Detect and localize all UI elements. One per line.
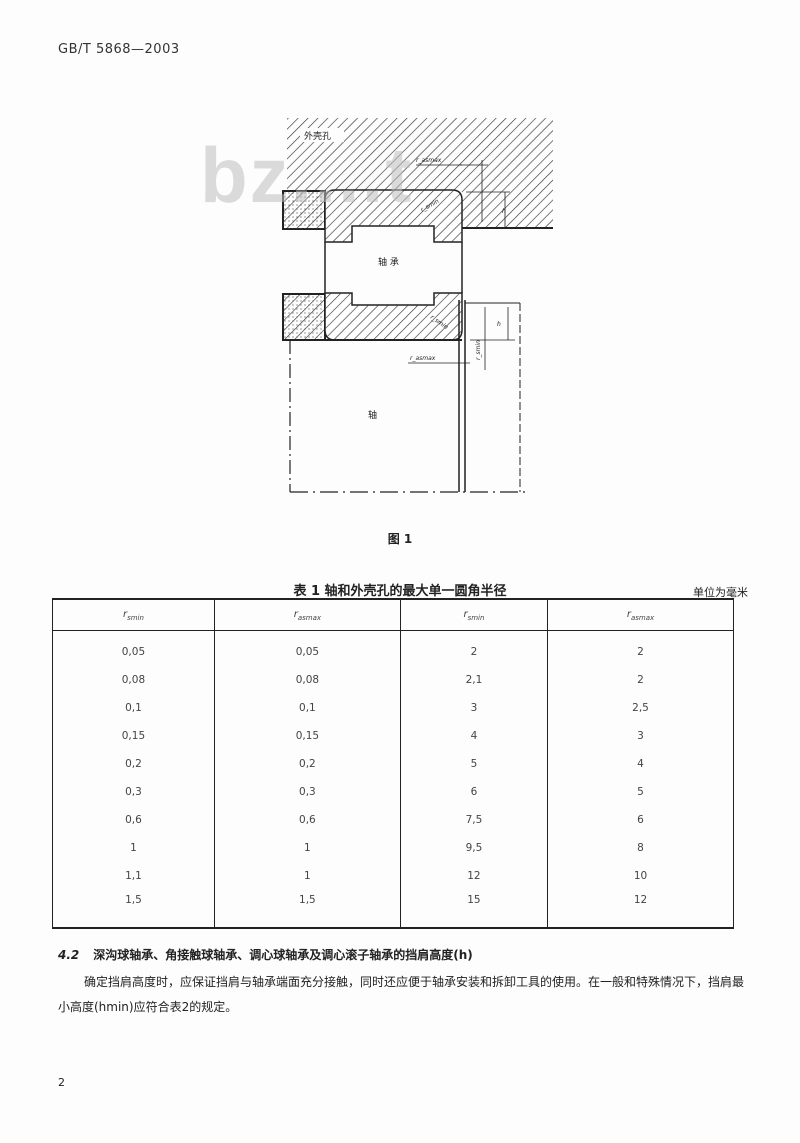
figure-1-diagram: 外壳孔 轴 承 轴 r_asmax r_asmax r_smin r_smin … [282,118,553,493]
table-cell: 0,15 [213,722,401,750]
label-r-asmax: r_asmax [416,157,442,164]
label-r-smin-bottom: r_smin [475,340,482,360]
table-unit: 单位为毫米 [693,586,748,599]
watermark: bz....t [200,131,414,219]
table-cell: 2 [547,666,734,694]
table-cell: 0,2 [213,750,401,778]
table-cell: 0,15 [52,722,215,750]
table-cell: 1 [213,834,401,862]
header-subscript: asmax [297,613,322,622]
table-cell: 0,1 [52,694,215,722]
table-cell: 4 [399,722,549,750]
table-cell: 0,1 [213,694,401,722]
table-cell: 8 [547,834,734,862]
table-cell: 3 [547,722,734,750]
header-symbol: r [626,608,631,620]
table-cell: 0,08 [52,666,215,694]
label-r-asmax-lower: r_asmax [410,355,436,362]
label-shaft: 轴 [368,409,377,421]
table-cell: 0,3 [52,778,215,806]
header-subscript: asmax [630,613,655,622]
table-cell: 0,6 [213,806,401,834]
section-title: 深沟球轴承、角接触球轴承、调心球轴承及调心滚子轴承的挡肩高度(h) [93,948,473,962]
table-caption: 表 1 轴和外壳孔的最大单一圆角半径 [293,584,507,599]
section-heading: 4.2 深沟球轴承、角接触球轴承、调心球轴承及调心滚子轴承的挡肩高度(h) [58,946,473,963]
table-cell: 0,08 [213,666,401,694]
label-housing: 外壳孔 [304,130,331,142]
housing-section [287,118,553,228]
header-symbol: r [122,608,128,620]
table-cell: 0,3 [213,778,401,806]
table-cell: 6 [399,778,549,806]
header-symbol: r [463,608,468,620]
table-cell: 10 [547,862,734,890]
table-cell: 12 [547,890,734,929]
column-header: rsmin [399,598,549,631]
table-cell: 0,05 [213,630,401,666]
header-subscript: smin [467,613,485,622]
label-h-top: h [502,208,506,215]
page-number: 2 [58,1076,65,1089]
column-header: rasmax [213,598,401,631]
label-bearing: 轴 承 [378,256,399,268]
table-cell: 6 [547,806,734,834]
table-cell: 4 [547,750,734,778]
table-cell: 1 [213,862,401,890]
section-paragraph: 确定挡肩高度时，应保证挡肩与轴承端面充分接触，同时还应便于轴承安装和拆卸工具的使… [58,975,745,1014]
table-cell: 1,5 [52,890,215,929]
header-symbol: r [293,608,298,620]
table-cell: 2,5 [547,694,734,722]
column-header: rsmin [52,598,215,631]
table-cell: 1,1 [52,862,215,890]
label-h-bottom: h [497,321,501,328]
table-cell: 5 [399,750,549,778]
table-cell: 3 [399,694,549,722]
table-cell: 9,5 [399,834,549,862]
standard-number: GB/T 5868—2003 [58,42,180,57]
table-cell: 0,05 [52,630,215,666]
table-cell: 2,1 [399,666,549,694]
table-cell: 0,2 [52,750,215,778]
figure-caption: 图 1 [387,532,413,546]
table-cell: 1 [52,834,215,862]
table-cell: 2 [399,630,549,666]
table-cell: 1,5 [213,890,401,929]
table-cell: 2 [547,630,734,666]
column-header: rasmax [547,598,734,631]
table-cell: 7,5 [399,806,549,834]
header-subscript: smin [127,613,144,622]
table-cell: 12 [399,862,549,890]
table-cell: 5 [547,778,734,806]
section-number: 4.2 [58,948,80,962]
table-cell: 15 [399,890,549,929]
table-cell: 0,6 [52,806,215,834]
